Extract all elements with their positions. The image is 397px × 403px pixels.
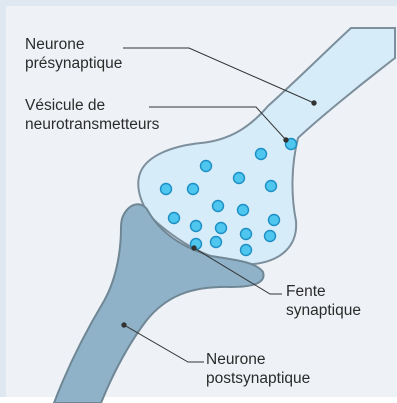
vesicle bbox=[169, 213, 180, 224]
vesicle bbox=[234, 173, 245, 184]
vesicle bbox=[161, 184, 172, 195]
vesicle bbox=[241, 245, 252, 256]
vesicle bbox=[269, 215, 280, 226]
vesicle bbox=[216, 223, 227, 234]
vesicle-label: Vésicule de neurotransmetteurs bbox=[25, 96, 159, 134]
vesicle bbox=[238, 205, 249, 216]
vesicle bbox=[211, 237, 222, 248]
vesicle bbox=[201, 161, 212, 172]
vesicle bbox=[265, 231, 276, 242]
postsynaptic-neuron-label: Neurone postsynaptique bbox=[206, 350, 310, 388]
vesicle-label-line2: neurotransmetteurs bbox=[25, 115, 159, 134]
postsynaptic-leader-dot bbox=[122, 323, 126, 327]
presynaptic-label-line2: présynaptique bbox=[25, 54, 122, 73]
presynaptic-neuron bbox=[138, 28, 395, 264]
postsynaptic-label-line2: postsynaptique bbox=[206, 369, 310, 388]
vesicle bbox=[213, 201, 224, 212]
vesicle bbox=[188, 184, 199, 195]
presynaptic-leader-dot bbox=[312, 101, 316, 105]
vesicle bbox=[266, 181, 277, 192]
synaptic-cleft-label: Fente synaptique bbox=[286, 282, 361, 320]
vesicle bbox=[256, 149, 267, 160]
presynaptic-neuron-label: Neurone présynaptique bbox=[25, 35, 122, 73]
vesicle-label-line1: Vésicule de bbox=[25, 96, 159, 115]
presynaptic-label-line1: Neurone bbox=[25, 35, 122, 54]
cleft-label-line2: synaptique bbox=[286, 301, 361, 320]
cleft-label-line1: Fente bbox=[286, 282, 361, 301]
postsynaptic-label-line1: Neurone bbox=[206, 350, 310, 369]
vesicle bbox=[191, 221, 202, 232]
vesicle-leader-dot bbox=[284, 138, 288, 142]
cleft-leader-dot bbox=[192, 246, 196, 250]
vesicle bbox=[241, 229, 252, 240]
